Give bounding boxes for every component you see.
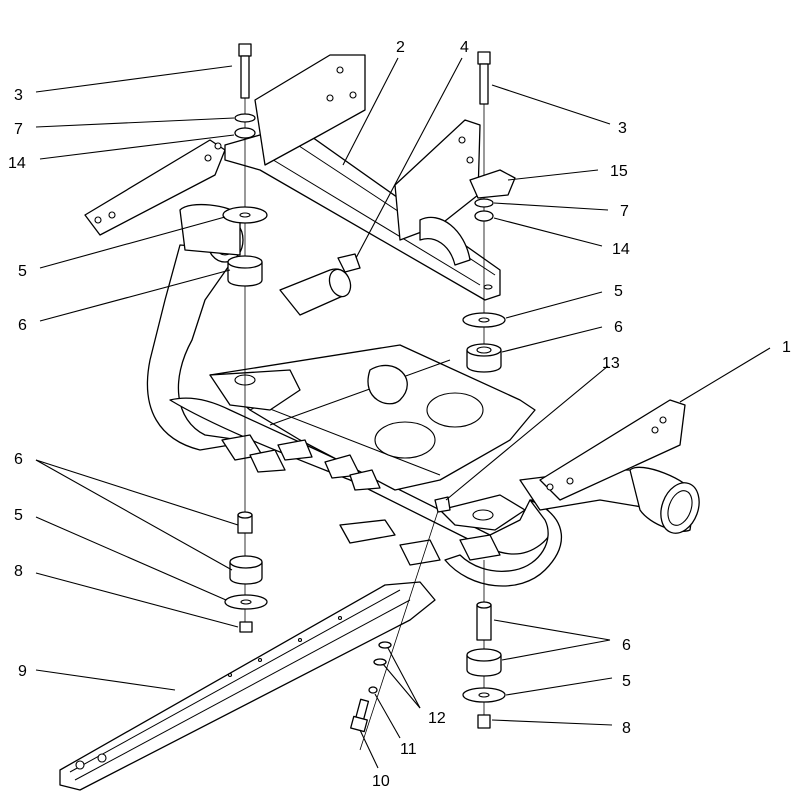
callout-7-left: 7 bbox=[14, 121, 23, 138]
deck-plate bbox=[209, 344, 536, 531]
callout-11: 11 bbox=[400, 741, 417, 758]
left-bolt-stack bbox=[222, 43, 268, 465]
right-bolt-stack bbox=[462, 51, 516, 373]
callout-5-lower-left: 5 bbox=[14, 507, 23, 524]
callout-6-right: 6 bbox=[614, 319, 623, 336]
upper-bracket bbox=[224, 54, 501, 301]
callout-3-left: 3 bbox=[14, 87, 23, 104]
callout-13: 13 bbox=[602, 355, 620, 372]
callout-5-lower-right: 5 bbox=[622, 673, 631, 690]
leader-lines bbox=[35, 57, 771, 769]
frame-tabs bbox=[221, 434, 501, 566]
callout-labels: 3 7 14 5 6 2 4 3 15 7 14 5 6 1 13 6 5 8 … bbox=[8, 39, 791, 790]
small-hardware bbox=[350, 496, 451, 751]
callout-8-lower-left: 8 bbox=[14, 563, 23, 580]
callout-6-lower-right: 6 bbox=[622, 637, 631, 654]
clamp-assembly bbox=[279, 253, 361, 316]
callout-9: 9 bbox=[18, 663, 27, 680]
callout-15: 15 bbox=[610, 163, 628, 180]
callout-7-right: 7 bbox=[620, 203, 629, 220]
callout-6-left: 6 bbox=[18, 317, 27, 334]
callout-2: 2 bbox=[396, 39, 405, 56]
callout-8-lower-right: 8 bbox=[622, 720, 631, 737]
callout-1: 1 bbox=[782, 339, 791, 356]
lower-right-stack bbox=[462, 560, 506, 729]
lower-left-stack bbox=[224, 465, 268, 633]
callout-6-lower-left: 6 bbox=[14, 451, 23, 468]
callout-5-right: 5 bbox=[614, 283, 623, 300]
callout-14-left: 14 bbox=[8, 155, 26, 172]
side-rail bbox=[59, 581, 436, 791]
callout-4: 4 bbox=[460, 39, 469, 56]
callout-14-right: 14 bbox=[612, 241, 630, 258]
callout-12: 12 bbox=[428, 710, 446, 727]
callout-10: 10 bbox=[372, 773, 390, 790]
callout-5-left: 5 bbox=[18, 263, 27, 280]
callout-3-right: 3 bbox=[618, 120, 627, 137]
